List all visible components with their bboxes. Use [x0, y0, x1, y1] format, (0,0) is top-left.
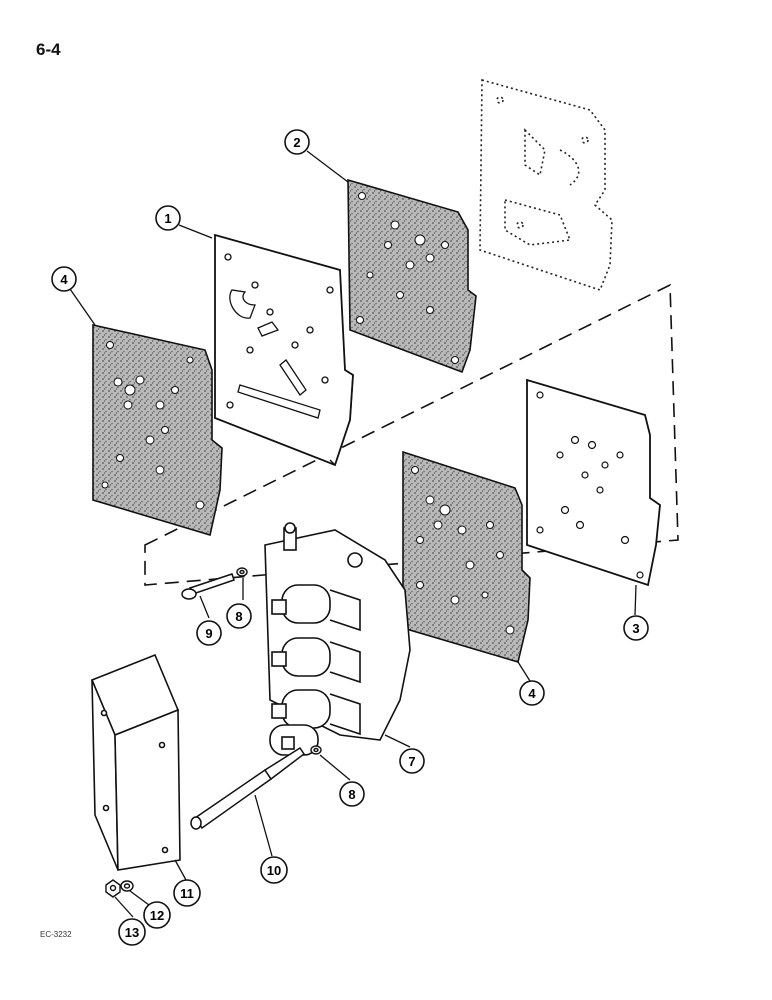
alignment-dashed-line [144, 283, 679, 586]
part-11-cover-bracket [90, 653, 181, 871]
callout-4-left-label: 4 [60, 272, 68, 287]
callout-7-label: 7 [408, 754, 415, 769]
callout-12: 12 [143, 901, 171, 929]
leader-lines [69, 150, 637, 918]
callout-2: 2 [284, 129, 310, 155]
callout-10-label: 10 [267, 863, 281, 878]
callout-8-upper: 8 [226, 603, 252, 629]
part-10-stud [190, 746, 306, 830]
callout-1: 1 [155, 205, 181, 231]
callout-4-center-label: 4 [528, 686, 536, 701]
callout-13: 13 [118, 918, 146, 946]
callout-8-lower-label: 8 [348, 787, 355, 802]
part-2-gasket [347, 178, 477, 374]
figure-code: EC-3232 [40, 930, 72, 939]
part-4-gasket-center [402, 450, 531, 664]
callout-8-lower: 8 [339, 781, 365, 807]
callouts: 1 2 3 4 4 7 8 8 [51, 129, 649, 946]
part-8-washer-lower [310, 745, 322, 755]
callout-2-label: 2 [293, 135, 300, 150]
callout-8-upper-label: 8 [235, 609, 242, 624]
callout-9: 9 [196, 620, 222, 646]
callout-13-label: 13 [125, 925, 139, 940]
callout-4-left: 4 [51, 266, 77, 292]
part-13-nut [105, 879, 121, 898]
callout-11: 11 [173, 879, 201, 907]
part-3-separator-plate [526, 378, 661, 587]
part-4-gasket-left [92, 324, 223, 537]
callout-9-label: 9 [205, 626, 212, 641]
part-12-washer [120, 880, 134, 892]
part-8-washer-upper [236, 567, 248, 577]
callout-1-label: 1 [164, 211, 171, 226]
callout-4-center: 4 [519, 680, 545, 706]
callout-12-label: 12 [150, 908, 164, 923]
part-9-bolt [181, 573, 235, 600]
page-number: 6-4 [36, 40, 61, 59]
callout-7: 7 [399, 748, 425, 774]
callout-10: 10 [260, 856, 288, 884]
callout-3: 3 [623, 615, 649, 641]
callout-11-label: 11 [180, 886, 194, 901]
part-1-separator-plate [214, 233, 354, 467]
callout-3-label: 3 [632, 621, 639, 636]
hidden-valve-body-outline [479, 78, 613, 291]
part-7-solenoid-valve-assembly [264, 522, 411, 756]
